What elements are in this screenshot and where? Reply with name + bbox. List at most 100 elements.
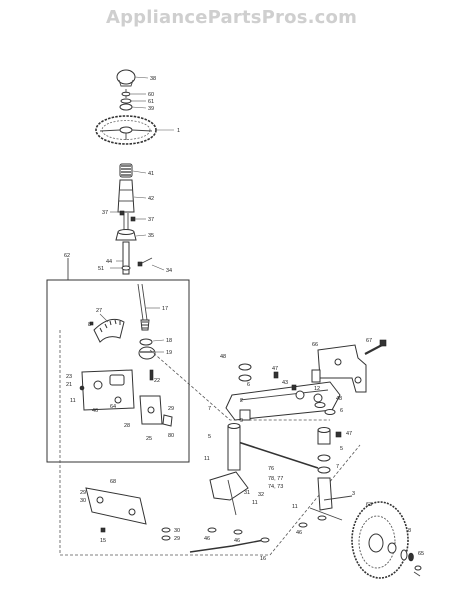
callout-21: 21 bbox=[66, 382, 72, 388]
steering-shaft-rod bbox=[121, 241, 131, 275]
callout-41: 41 bbox=[148, 171, 154, 177]
callout-11c: 11 bbox=[252, 500, 258, 506]
axle-bracket bbox=[317, 344, 367, 393]
right-spindle bbox=[309, 477, 353, 521]
callout-29a: 29 bbox=[168, 406, 174, 412]
lower-tie-rod bbox=[189, 537, 270, 553]
wheel-hub-parts bbox=[400, 549, 422, 577]
callout-11b: 11 bbox=[204, 456, 210, 462]
steering-adapter bbox=[119, 163, 133, 178]
callout-68: 68 bbox=[110, 479, 116, 485]
steering-pin bbox=[137, 257, 153, 267]
callout-46b: 46 bbox=[204, 536, 210, 542]
callout-11a: 11 bbox=[70, 398, 76, 404]
sector-plate bbox=[79, 369, 154, 411]
callout-37a: 37 bbox=[102, 210, 108, 216]
callout-47b: 47 bbox=[346, 431, 352, 437]
callout-28: 28 bbox=[124, 423, 130, 429]
callout-23: 23 bbox=[66, 374, 72, 380]
callout-43: 43 bbox=[282, 380, 288, 386]
callout-1: 1 bbox=[177, 128, 180, 134]
callout-29b: 29 bbox=[174, 536, 180, 542]
callout-44: 44 bbox=[106, 259, 112, 265]
callout-3: 3 bbox=[352, 491, 355, 497]
callout-66: 66 bbox=[312, 342, 318, 348]
callout-labels: 38 60 61 39 1 41 42 37 37 35 44 51 34 62… bbox=[64, 76, 424, 562]
steering-wheel bbox=[95, 115, 157, 145]
callout-46a: 46 bbox=[92, 408, 98, 414]
callout-61: 61 bbox=[148, 99, 154, 105]
spacer bbox=[311, 369, 321, 383]
pinion-gear bbox=[138, 338, 156, 360]
callout-62: 62 bbox=[64, 253, 70, 259]
callout-6a: 6 bbox=[247, 382, 250, 388]
axle-bolt bbox=[364, 339, 387, 355]
callout-29-left: 29 bbox=[80, 490, 86, 496]
callout-30b: 30 bbox=[174, 528, 180, 534]
callout-2: 2 bbox=[240, 398, 243, 404]
steering-cap bbox=[116, 69, 136, 87]
front-wheel bbox=[351, 501, 409, 579]
callout-64: 64 bbox=[110, 404, 116, 410]
callout-27: 27 bbox=[96, 308, 102, 314]
small-fasteners bbox=[100, 515, 327, 541]
callout-51: 51 bbox=[98, 266, 104, 272]
callout-48b: 48 bbox=[336, 396, 342, 402]
callout-46c: 46 bbox=[234, 538, 240, 544]
axle-fasteners bbox=[273, 371, 342, 438]
callout-39: 39 bbox=[148, 106, 154, 112]
callout-38: 38 bbox=[150, 76, 156, 82]
steering-coupler bbox=[115, 229, 137, 241]
sector-gear bbox=[89, 318, 125, 343]
callout-74-73: 74, 73 bbox=[268, 484, 283, 490]
callout-15: 15 bbox=[100, 538, 106, 544]
callout-19: 19 bbox=[166, 350, 172, 356]
callout-32: 32 bbox=[258, 492, 264, 498]
callout-47a: 47 bbox=[272, 366, 278, 372]
steering-washer bbox=[120, 98, 132, 104]
callout-8b: 8 bbox=[408, 528, 411, 534]
callout-16: 16 bbox=[260, 556, 266, 562]
callout-17: 17 bbox=[162, 306, 168, 312]
callout-46d: 46 bbox=[296, 530, 302, 536]
callout-48a: 48 bbox=[220, 354, 226, 360]
steering-bolt bbox=[121, 89, 131, 98]
callout-5a: 5 bbox=[208, 434, 211, 440]
callout-5b: 5 bbox=[340, 446, 343, 452]
steering-bellows bbox=[117, 179, 135, 213]
callout-37b: 37 bbox=[148, 217, 154, 223]
callout-67: 67 bbox=[366, 338, 372, 344]
steering-shaft-upper bbox=[123, 213, 129, 232]
callout-11d: 11 bbox=[292, 504, 298, 510]
callout-12: 12 bbox=[314, 386, 320, 392]
bracket-support bbox=[139, 395, 173, 427]
callout-7b: 7 bbox=[336, 464, 339, 470]
steering-shaft-lower bbox=[137, 283, 150, 331]
callout-22: 22 bbox=[154, 378, 160, 384]
left-spindle bbox=[209, 423, 249, 516]
callout-80: 80 bbox=[168, 433, 174, 439]
callout-34: 34 bbox=[166, 268, 172, 274]
callout-8a: 8 bbox=[88, 322, 91, 328]
callout-6b: 6 bbox=[340, 408, 343, 414]
callout-18: 18 bbox=[166, 338, 172, 344]
callout-7a: 7 bbox=[208, 406, 211, 412]
callout-30a: 30 bbox=[80, 498, 86, 504]
callout-60: 60 bbox=[148, 92, 154, 98]
right-pivot bbox=[317, 427, 331, 474]
callout-76: 76 bbox=[268, 466, 274, 472]
steering-gear-inset-box bbox=[46, 279, 190, 463]
callout-42: 42 bbox=[148, 196, 154, 202]
left-pivot bbox=[238, 363, 252, 421]
callout-35: 35 bbox=[148, 233, 154, 239]
callout-31: 31 bbox=[244, 490, 250, 496]
callout-63: 63 bbox=[366, 502, 372, 508]
steering-link-bracket bbox=[85, 487, 147, 525]
drag-link bbox=[228, 438, 319, 469]
callout-78-77: 78, 77 bbox=[268, 476, 283, 482]
steering-insert bbox=[119, 103, 133, 111]
watermark: AppliancePartsPros.com bbox=[105, 7, 358, 28]
callout-9: 9 bbox=[240, 418, 243, 424]
callout-65: 65 bbox=[418, 551, 424, 557]
